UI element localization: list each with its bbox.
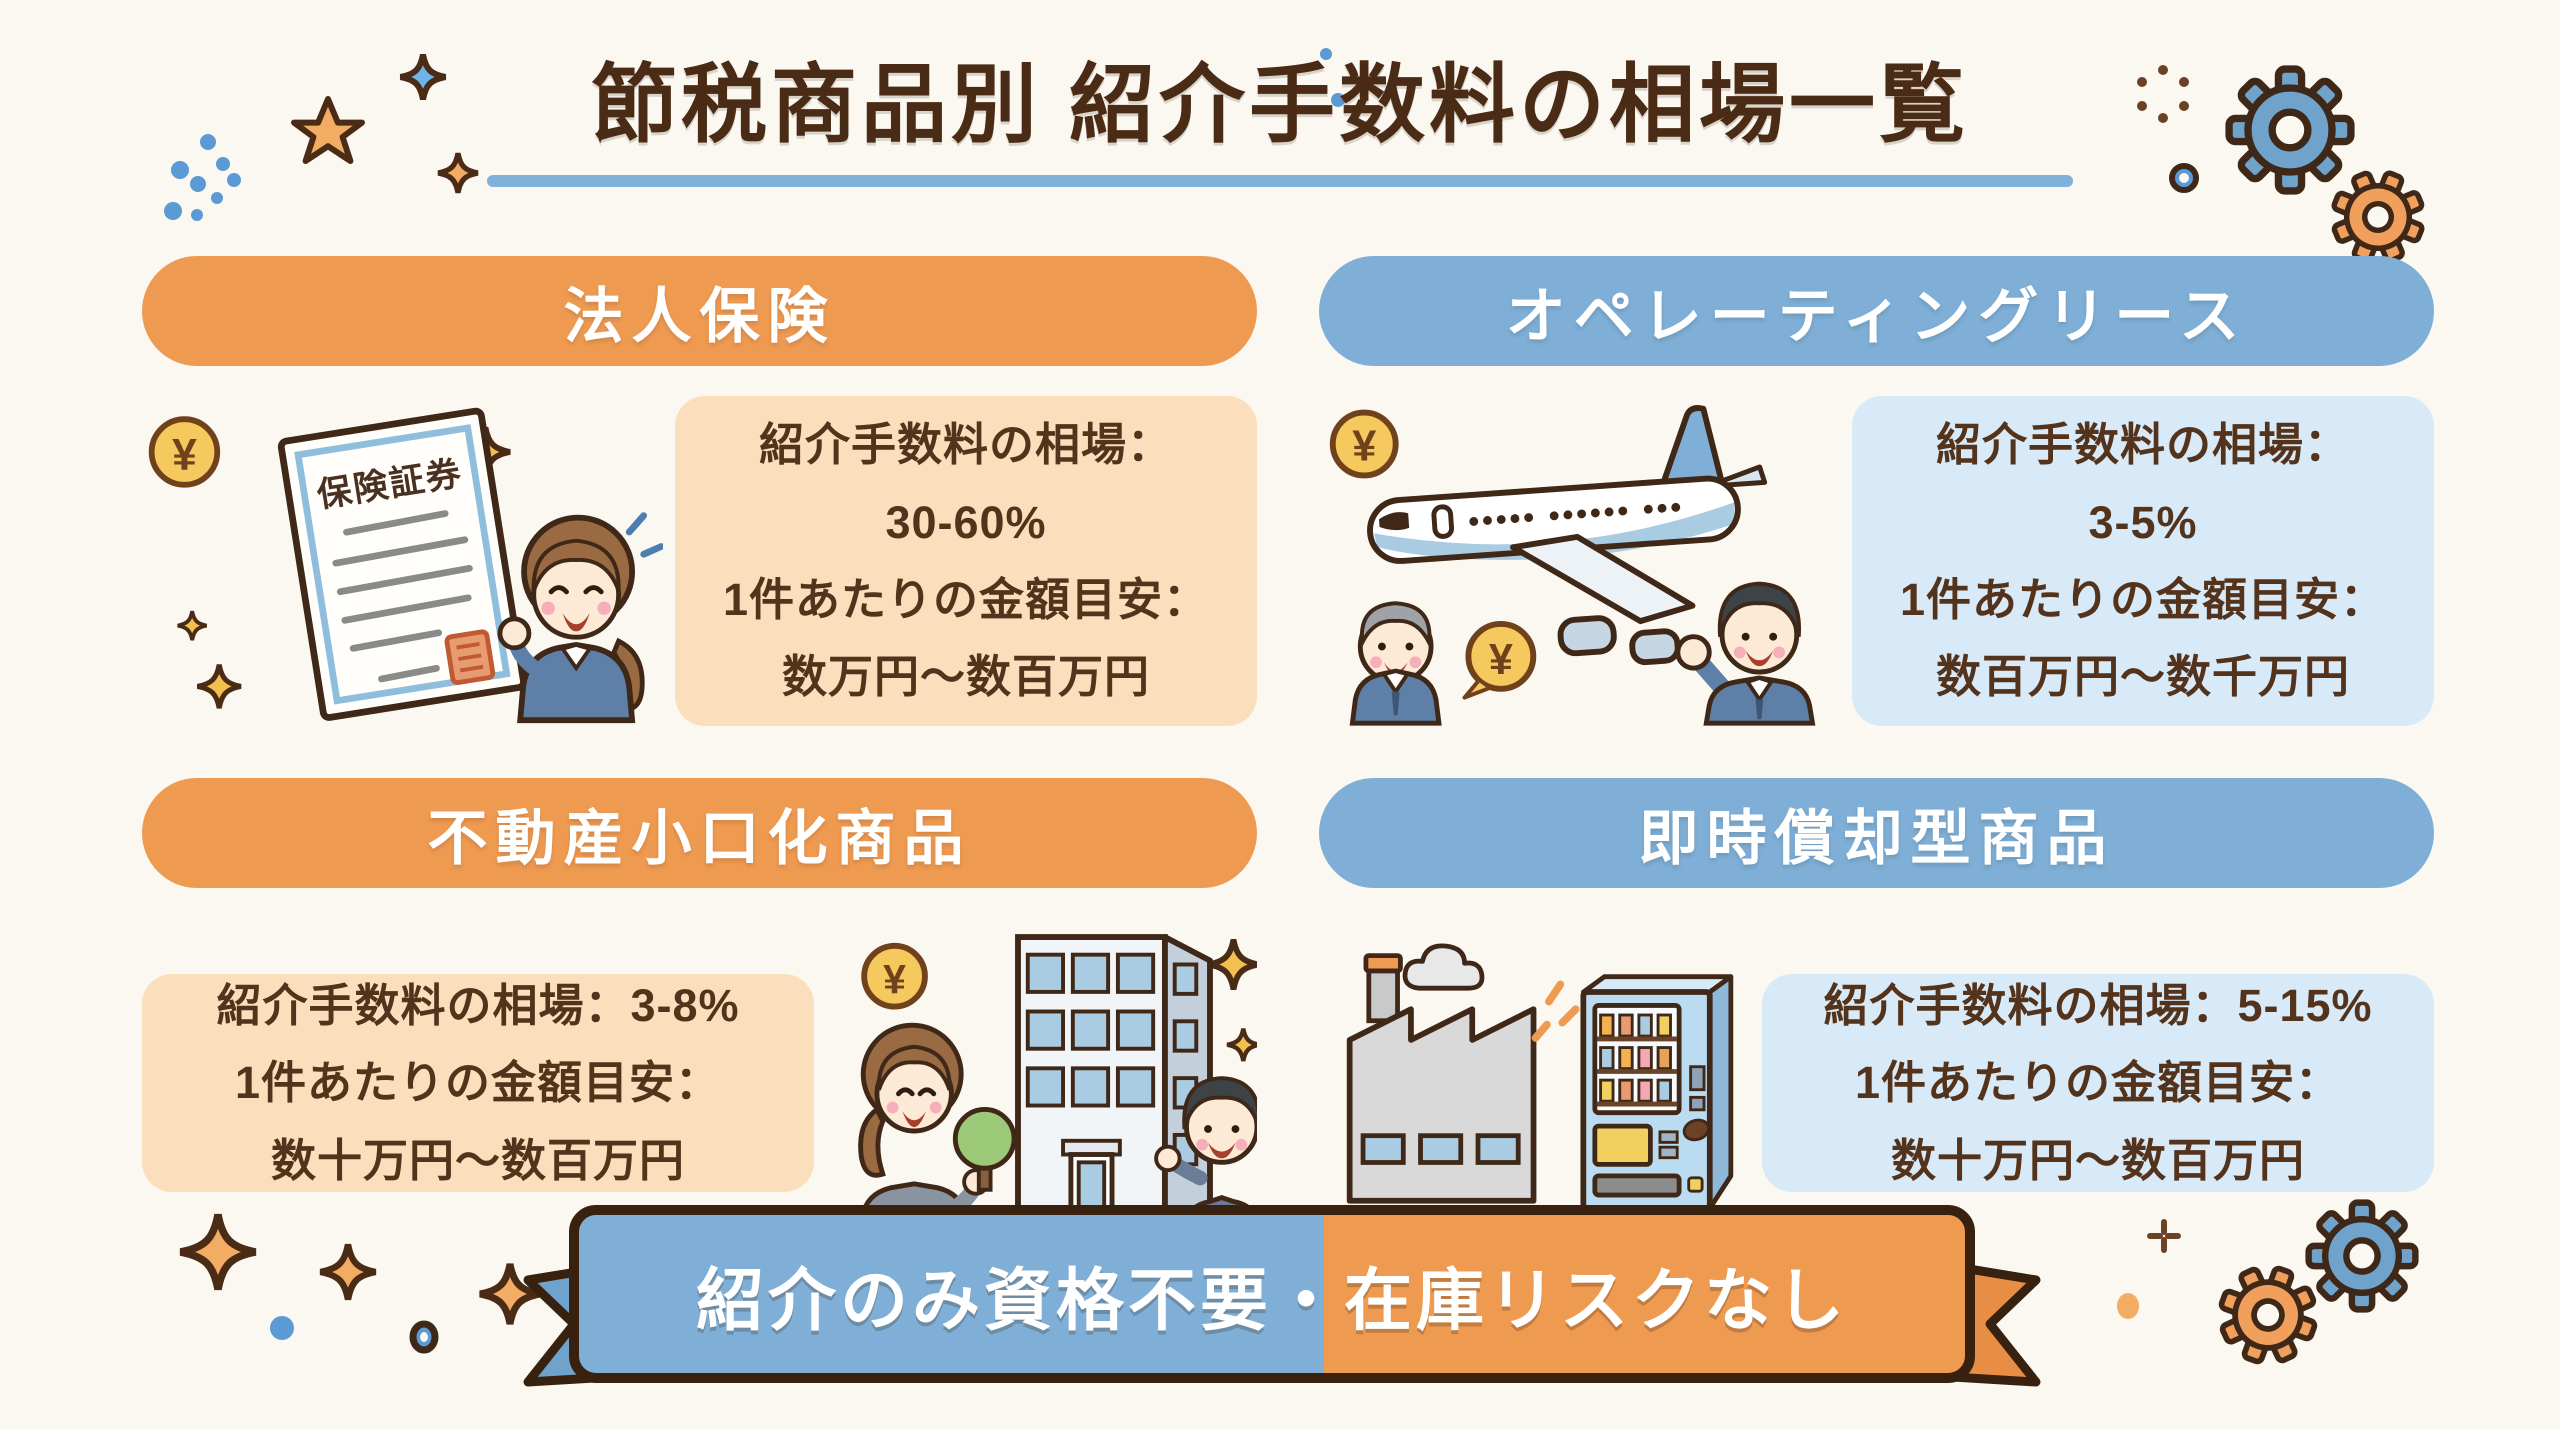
real-estate-illustration: ¥ [826,918,1257,1248]
fee-line: 1件あたりの金額目安： [722,574,1210,625]
factory-icon [1346,943,1537,1204]
page-title: 節税商品別 紹介手数料の相場一覧 [591,57,1969,153]
insurance-illustration-svg: ¥ 保険証券 [148,407,663,724]
lease-illustration-svg: ¥ [1329,405,1816,726]
depreciation-illustration [1319,918,1750,1248]
lease-illustration: ¥ [1319,396,1840,726]
card-header-immediate-depreciation: 即時償却型商品 [1319,778,2434,888]
vending-products [1596,1013,1678,1107]
card-header-label: 法人保険 [563,282,836,350]
orange-dot-decoration [2117,1293,2139,1319]
fee-info-box: 紹介手数料の相場： 3-5% 1件あたりの金額目安： 数百万円〜数千万円 [1852,396,2434,726]
header: 節税商品別 紹介手数料の相場一覧 [0,34,2560,187]
accent-lines [1531,980,1580,1042]
real-estate-illustration-svg: ¥ [856,934,1257,1248]
fee-line: 紹介手数料の相場：5-15% [1823,979,2373,1031]
fee-info-box: 紹介手数料の相場： 30-60% 1件あたりの金額目安： 数万円〜数百万円 [675,396,1257,726]
yen-coin-icon: ¥ [148,416,221,488]
businessman-right [1675,581,1816,726]
depreciation-illustration-svg [1346,943,1734,1219]
gear-icon [2216,1263,2320,1367]
cards-grid: 法人保険 ¥ [142,256,2434,1248]
vending-machine-icon [1580,974,1734,1219]
insurance-certificate: 保険証券 [277,407,527,721]
yen-coin-icon: ¥ [861,942,928,1010]
tree-icon [952,1106,1017,1192]
fee-line: 紹介手数料の相場： [1935,419,2350,471]
bottom-ribbon: 紹介のみ資格不要・在庫リスクなし [512,1200,2052,1400]
fee-line: 1件あたりの金額目安： [234,1057,722,1109]
yen-speech-bubble: ¥ [1462,620,1537,700]
card-immediate-depreciation: 即時償却型商品 [1319,778,2434,1248]
card-header-operating-lease: オペレーティングリース [1319,256,2434,366]
businessman-left [1349,601,1442,726]
card-header-fractional-real-estate: 不動産小口化商品 [142,778,1257,888]
card-header-label: オペレーティングリース [1505,282,2248,350]
ribbon-text: 紹介のみ資格不要・在庫リスクなし [695,1262,1848,1339]
fee-line: 数百万円〜数千万円 [1935,651,2350,703]
businesswoman [497,512,663,724]
fee-line: 30-60% [885,496,1047,548]
fee-info-box: 紹介手数料の相場：3-8% 1件あたりの金額目安： 数十万円〜数百万円 [142,974,814,1192]
title-underline [487,175,2073,187]
card-fractional-real-estate: 不動産小口化商品 紹介手数料の相場：3-8% 1件あたりの金額目安： 数十万円〜… [142,778,1257,1248]
fee-line: 3-5% [2088,496,2198,548]
blue-dot-decoration [270,1316,294,1340]
card-header-label: 不動産小口化商品 [427,804,972,872]
fee-line: 数十万円〜数百万円 [1890,1134,2305,1186]
ribbon-banner-shape [523,1205,2041,1387]
fee-info-box: 紹介手数料の相場：5-15% 1件あたりの金額目安： 数十万円〜数百万円 [1762,974,2434,1192]
airplane-icon [1367,405,1768,666]
card-header-corporate-insurance: 法人保険 [142,256,1257,366]
yen-coin-icon: ¥ [1329,409,1399,479]
red-stamp-icon [444,629,496,685]
blue-dots-decoration [1320,48,1345,107]
card-operating-lease: オペレーティングリース ¥ [1319,256,2434,726]
fee-line: 数十万円〜数百万円 [270,1134,685,1186]
fee-line: 1件あたりの金額目安： [1854,1057,2342,1109]
fee-line: 1件あたりの金額目安： [1899,574,2387,625]
ring-decoration [409,1320,439,1354]
insurance-illustration: ¥ 保険証券 [142,396,663,726]
fee-line: 紹介手数料の相場：3-8% [216,979,740,1031]
brown-dots-decoration [2137,65,2189,123]
ring-decoration [2169,163,2199,193]
card-header-label: 即時償却型商品 [1638,804,2115,872]
svg-text:¥: ¥ [1489,636,1513,684]
airplane-windows [1469,502,1681,526]
fee-line: 紹介手数料の相場： [758,419,1173,471]
blue-dots-decoration [164,134,241,221]
plus-decoration [2147,1219,2181,1253]
card-corporate-insurance: 法人保険 ¥ [142,256,1257,726]
svg-text:¥: ¥ [172,430,197,479]
svg-text:¥: ¥ [883,956,906,1002]
svg-text:¥: ¥ [1352,423,1376,471]
fee-line: 数万円〜数百万円 [781,651,1150,703]
